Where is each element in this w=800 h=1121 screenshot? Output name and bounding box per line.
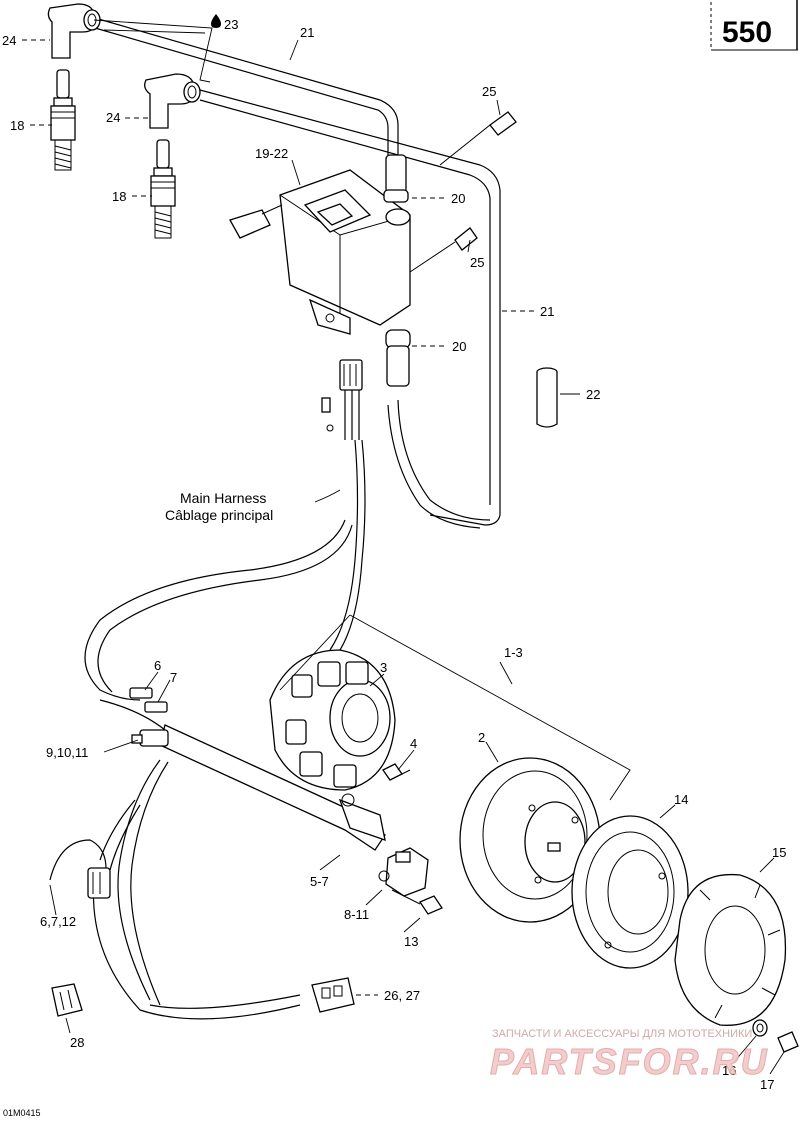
- callout-labels: 24 23 21 18 24 18 25 19-22 20 25 21 20 2…: [2, 17, 786, 1092]
- callout-7: 7: [170, 670, 177, 685]
- callout-25b: 25: [470, 255, 484, 270]
- starter-pulley-15: [674, 873, 787, 1026]
- watermark: ЗАПЧАСТИ И АКСЕССУАРЫ ДЛЯ МОТОТЕХНИКИ PA…: [490, 1028, 769, 1083]
- callout-18b: 18: [112, 189, 126, 204]
- callout-20a: 20: [451, 191, 465, 206]
- harness-connectors: [321, 359, 366, 651]
- main-harness-label: Main Harness Câblage principal: [165, 490, 273, 523]
- screw-4: [382, 763, 411, 781]
- callout-4: 4: [410, 736, 417, 751]
- connector-9-10-11: [131, 729, 169, 747]
- spark-plug-1: [50, 69, 76, 171]
- watermark-top-text: ЗАПЧАСТИ И АКСЕССУАРЫ ДЛЯ МОТОТЕХНИКИ: [492, 1028, 752, 1040]
- ring-14: [571, 815, 689, 969]
- harness-label-en: Main Harness: [180, 490, 266, 506]
- callout-28: 28: [70, 1035, 84, 1050]
- callout-3: 3: [380, 660, 387, 675]
- main-harness-loop: [84, 519, 353, 701]
- callout-16: 16: [722, 1063, 736, 1078]
- callout-6-7-12: 6,7,12: [40, 914, 76, 929]
- callout-23: 23: [224, 17, 238, 32]
- ignition-coil: [229, 169, 411, 335]
- callout-17: 17: [760, 1077, 774, 1092]
- drop-icon: [211, 14, 221, 28]
- connector-26-27: [311, 977, 355, 1013]
- flywheel: [459, 757, 601, 923]
- callout-21b: 21: [540, 304, 554, 319]
- spark-plug-cap-1: [47, 3, 101, 59]
- page-number-box: 550: [710, 0, 798, 51]
- callout-14: 14: [674, 792, 688, 807]
- page-number: 550: [722, 16, 772, 49]
- coil-boot-upper: [383, 154, 411, 226]
- callout-20b: 20: [452, 339, 466, 354]
- connector-6-7-12: [87, 867, 111, 899]
- callout-2: 2: [478, 730, 485, 745]
- washer-16: [752, 1019, 768, 1037]
- connector-6-7: [129, 687, 168, 713]
- watermark-main-text: PARTSFOR.RU: [490, 1041, 769, 1082]
- spark-plug-cap-2: [144, 73, 201, 129]
- callout-18a: 18: [10, 118, 24, 133]
- screw-25-lower: [409, 227, 478, 273]
- callout-19-22: 19-22: [255, 146, 288, 161]
- leader-lines: [22, 19, 785, 1075]
- callout-26-27: 26, 27: [384, 988, 420, 1003]
- callout-5-7: 5-7: [310, 874, 329, 889]
- callout-13: 13: [404, 934, 418, 949]
- connector-28: [51, 983, 83, 1017]
- callout-8-11: 8-11: [344, 907, 369, 922]
- callout-24a: 24: [2, 33, 16, 48]
- harness-label-fr: Câblage principal: [165, 507, 273, 523]
- spark-plug-2: [150, 139, 176, 239]
- pickup-coil: [378, 847, 429, 897]
- callout-6: 6: [154, 658, 161, 673]
- sleeve-22: [536, 367, 558, 428]
- coil-boot-lower: [385, 329, 411, 387]
- lower-harness-bundle: [49, 759, 301, 1020]
- callout-1-3: 1-3: [504, 645, 523, 660]
- callout-25a: 25: [482, 84, 496, 99]
- callout-9-10-11: 9,10,11: [46, 745, 88, 760]
- callout-22: 22: [586, 387, 600, 402]
- screw-13: [391, 889, 443, 915]
- callout-15: 15: [772, 845, 786, 860]
- high-tension-wires: [94, 17, 501, 529]
- screw-25-upper: [439, 111, 517, 166]
- callout-24b: 24: [106, 110, 120, 125]
- stator-assembly: [269, 649, 396, 791]
- callout-21a: 21: [300, 25, 314, 40]
- drawing-code: 01M0415: [3, 1108, 41, 1118]
- screw-17: [777, 1031, 799, 1053]
